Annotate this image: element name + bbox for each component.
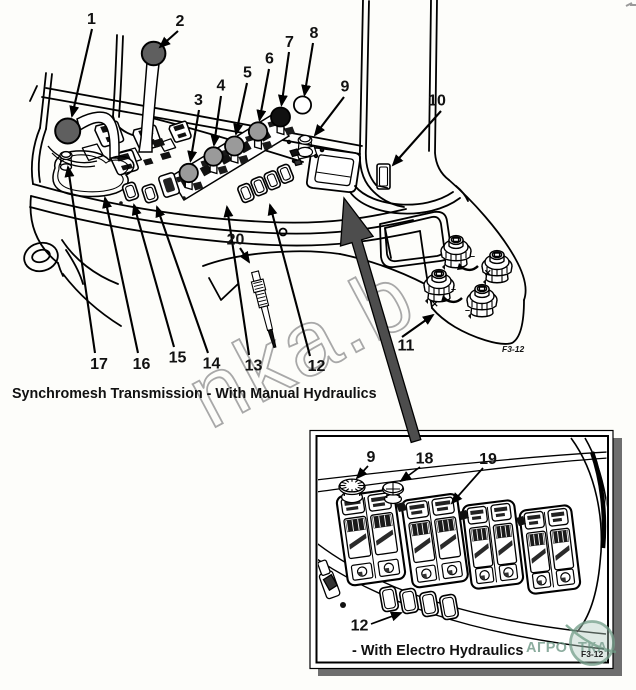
svg-text:Synchromesh Transmission - Wit: Synchromesh Transmission - With Manual H… bbox=[12, 386, 377, 402]
svg-text:F3-12: F3-12 bbox=[502, 344, 524, 354]
svg-text:15: 15 bbox=[169, 350, 187, 367]
svg-text:3: 3 bbox=[194, 92, 203, 109]
svg-text:✕: ✕ bbox=[431, 299, 439, 309]
svg-text:F3-12: F3-12 bbox=[581, 649, 603, 659]
svg-text:16: 16 bbox=[133, 356, 151, 373]
svg-text:6: 6 bbox=[265, 51, 274, 68]
svg-text:8: 8 bbox=[310, 25, 319, 42]
svg-text:4: 4 bbox=[217, 78, 226, 95]
svg-text:5: 5 bbox=[243, 65, 252, 82]
svg-text:✕: ✕ bbox=[484, 268, 492, 278]
svg-text:1: 1 bbox=[87, 11, 96, 28]
svg-text:7: 7 bbox=[285, 34, 294, 51]
svg-text:19: 19 bbox=[479, 451, 497, 468]
svg-text:- With Electro Hydraulics: - With Electro Hydraulics bbox=[352, 643, 524, 659]
svg-text:13: 13 bbox=[245, 358, 263, 375]
svg-text:17: 17 bbox=[90, 356, 108, 373]
svg-text:18: 18 bbox=[416, 451, 434, 468]
svg-text:10: 10 bbox=[428, 93, 446, 110]
svg-text:2: 2 bbox=[176, 13, 185, 30]
svg-text:9: 9 bbox=[367, 449, 376, 466]
svg-text:12: 12 bbox=[351, 618, 369, 635]
svg-text:ТКА: ТКА bbox=[578, 640, 608, 656]
svg-text:20: 20 bbox=[227, 232, 245, 249]
svg-text:9: 9 bbox=[341, 79, 350, 96]
svg-text:11: 11 bbox=[398, 338, 415, 355]
svg-text:–: – bbox=[470, 251, 475, 261]
svg-text:–: – bbox=[451, 284, 456, 294]
svg-text:12: 12 bbox=[308, 358, 326, 375]
svg-text:АГРО: АГРО bbox=[526, 640, 567, 656]
svg-text:–: – bbox=[465, 305, 470, 315]
svg-text:14: 14 bbox=[203, 356, 221, 373]
